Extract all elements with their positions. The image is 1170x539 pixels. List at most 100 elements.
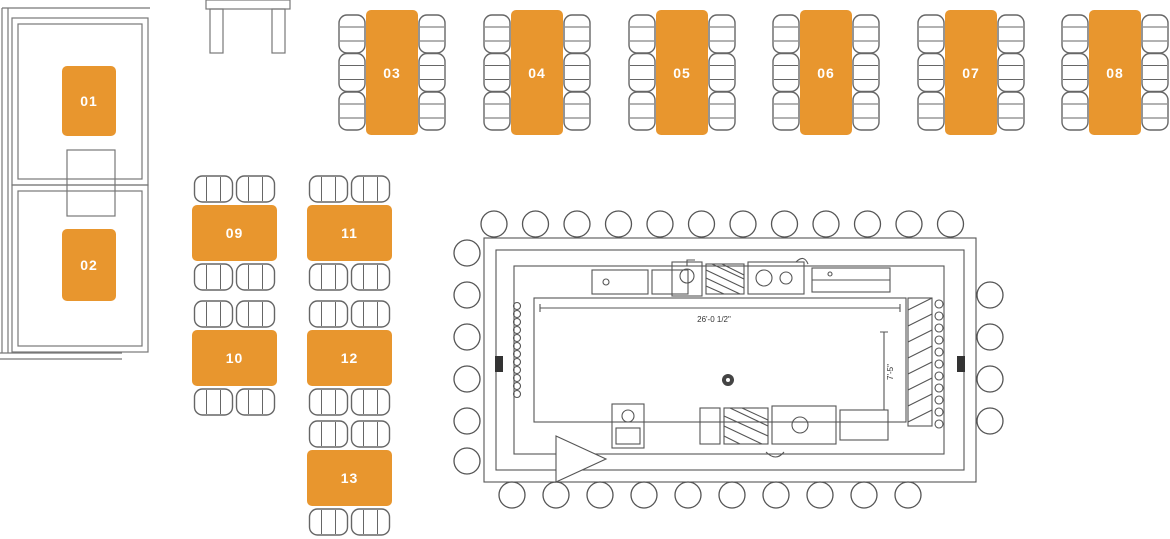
chair-icon — [338, 52, 366, 93]
barstool-icon — [453, 281, 481, 309]
barstool-icon — [806, 481, 834, 509]
chair-icon — [917, 91, 945, 131]
chair-icon — [418, 52, 446, 93]
service-stand — [205, 0, 291, 54]
chair-icon — [308, 508, 349, 536]
chair-icon — [772, 14, 800, 54]
chair-icon — [235, 300, 276, 328]
booth-structure — [0, 7, 150, 360]
chair-icon — [563, 52, 591, 93]
chair-icon — [1061, 52, 1089, 93]
table-03[interactable]: 03 — [366, 10, 418, 135]
chair-icon — [483, 52, 511, 93]
table-05[interactable]: 05 — [656, 10, 708, 135]
table-13[interactable]: 13 — [307, 450, 392, 506]
chair-icon — [997, 14, 1025, 54]
chair-icon — [917, 52, 945, 93]
table-label: 01 — [80, 93, 98, 109]
chair-icon — [418, 91, 446, 131]
table-11[interactable]: 11 — [307, 205, 392, 261]
chair-icon — [628, 91, 656, 131]
chair-icon — [350, 263, 391, 291]
barstool-icon — [542, 481, 570, 509]
chair-icon — [193, 263, 234, 291]
chair-icon — [852, 52, 880, 93]
chair-icon — [350, 175, 391, 203]
chair-icon — [1141, 52, 1169, 93]
barstool-icon — [853, 210, 882, 238]
chair-icon — [350, 420, 391, 448]
table-label: 07 — [962, 64, 980, 81]
barstool-icon — [498, 481, 526, 509]
barstool-icon — [687, 210, 716, 238]
chair-icon — [193, 175, 234, 203]
table-04[interactable]: 04 — [511, 10, 563, 135]
barstool-icon — [770, 210, 799, 238]
barstool-icon — [453, 365, 481, 393]
barstool-icon — [480, 210, 508, 238]
barstool-icon — [521, 210, 550, 238]
barstool-icon — [976, 281, 1004, 309]
barstool-icon — [586, 481, 614, 509]
table-09[interactable]: 09 — [192, 205, 277, 261]
table-01[interactable]: 01 — [62, 66, 116, 136]
kitchen-depth-dimension: 7'-5" — [886, 364, 895, 380]
table-08[interactable]: 08 — [1089, 10, 1141, 135]
chair-icon — [1141, 14, 1169, 54]
chair-icon — [483, 91, 511, 131]
chair-icon — [772, 52, 800, 93]
table-label: 09 — [225, 225, 244, 241]
kitchen-island: 26'-0 1/2" 7'-5" — [483, 237, 977, 483]
table-label: 03 — [383, 64, 401, 81]
table-12[interactable]: 12 — [307, 330, 392, 386]
barstool-icon — [674, 481, 702, 509]
chair-icon — [1061, 14, 1089, 54]
chair-icon — [628, 14, 656, 54]
table-label: 11 — [341, 225, 358, 241]
chair-icon — [350, 300, 391, 328]
barstool-icon — [646, 210, 674, 238]
chair-icon — [308, 420, 349, 448]
table-label: 10 — [225, 350, 244, 366]
barstool-icon — [453, 447, 481, 475]
table-06[interactable]: 06 — [800, 10, 852, 135]
table-07[interactable]: 07 — [945, 10, 997, 135]
barstool-icon — [936, 210, 965, 238]
chair-icon — [563, 91, 591, 131]
table-02[interactable]: 02 — [62, 229, 116, 301]
table-label: 04 — [528, 64, 546, 81]
chair-icon — [193, 388, 234, 416]
chair-icon — [708, 91, 736, 131]
barstool-icon — [850, 481, 878, 509]
barstool-icon — [976, 323, 1004, 351]
chair-icon — [708, 52, 736, 93]
barstool-icon — [453, 239, 481, 267]
chair-icon — [1061, 91, 1089, 131]
table-label: 08 — [1106, 64, 1124, 81]
table-label: 05 — [673, 64, 691, 81]
chair-icon — [772, 91, 800, 131]
table-10[interactable]: 10 — [192, 330, 277, 386]
table-label: 13 — [340, 470, 359, 486]
barstool-icon — [976, 365, 1004, 393]
barstool-icon — [812, 210, 840, 238]
chair-icon — [418, 14, 446, 54]
chair-icon — [917, 14, 945, 54]
barstool-icon — [718, 481, 746, 509]
chair-icon — [708, 14, 736, 54]
barstool-icon — [729, 210, 757, 238]
chair-icon — [235, 263, 276, 291]
chair-icon — [235, 175, 276, 203]
chair-icon — [235, 388, 276, 416]
kitchen-width-dimension: 26'-0 1/2" — [697, 315, 731, 324]
barstool-icon — [630, 481, 658, 509]
chair-icon — [338, 91, 366, 131]
table-label: 12 — [340, 350, 359, 366]
chair-icon — [308, 175, 349, 203]
table-label: 06 — [817, 64, 835, 81]
barstool-icon — [762, 481, 790, 509]
barstool-icon — [894, 481, 922, 509]
chair-icon — [997, 52, 1025, 93]
chair-icon — [852, 91, 880, 131]
chair-icon — [308, 388, 349, 416]
